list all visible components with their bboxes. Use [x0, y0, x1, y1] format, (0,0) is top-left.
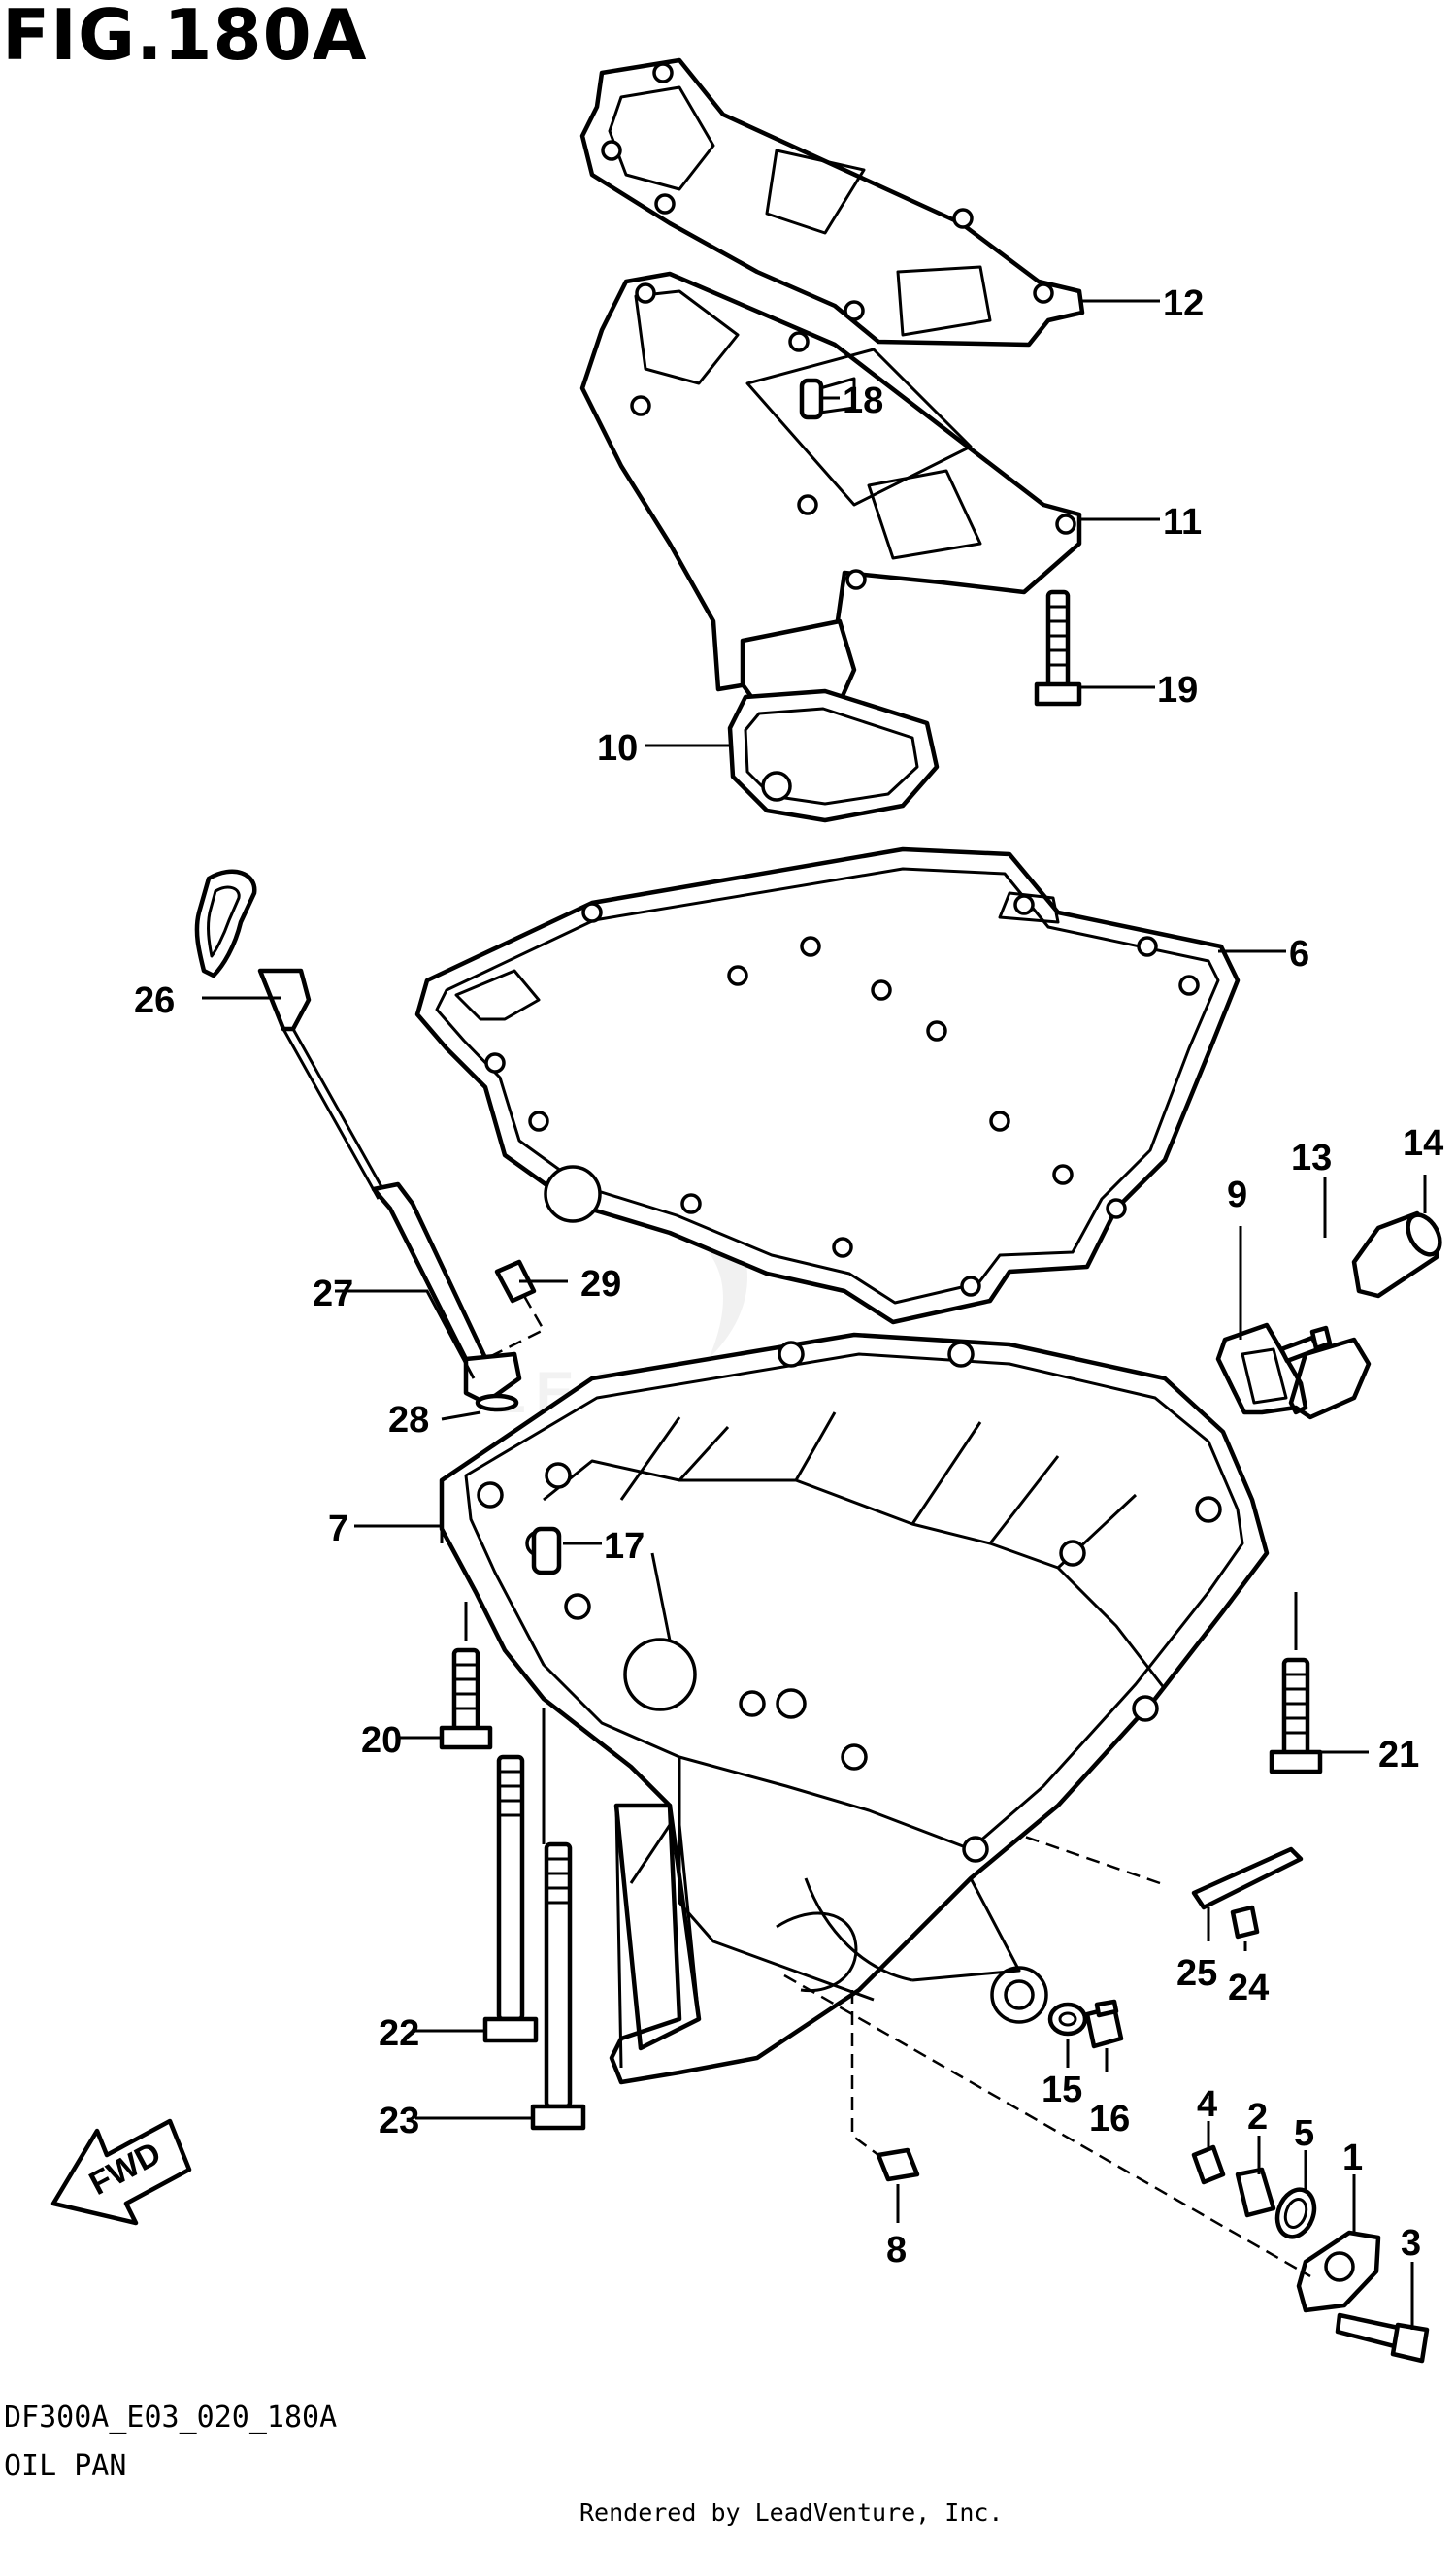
diagram-code: DF300A_E03_020_180A — [4, 2401, 338, 2435]
callout-10: 10 — [597, 728, 638, 769]
callout-21: 21 — [1378, 1735, 1419, 1775]
callout-19: 19 — [1157, 670, 1198, 711]
render-credit: Rendered by LeadVenture, Inc. — [579, 2499, 1004, 2527]
part-12-gasket — [579, 57, 1085, 348]
part-1-sensor — [1296, 2230, 1381, 2313]
part-4-bolt — [1191, 2144, 1226, 2185]
callout-17: 17 — [604, 1526, 645, 1567]
part-23-bolt — [530, 1841, 586, 2131]
callout-24: 24 — [1228, 1968, 1269, 2008]
callout-12: 12 — [1163, 283, 1204, 324]
callout-5: 5 — [1294, 2113, 1314, 2154]
callout-28: 28 — [388, 1400, 429, 1441]
part-8-plug — [850, 1990, 920, 2182]
fwd-arrow: FWD — [50, 2118, 192, 2226]
part-19-bolt — [1034, 589, 1082, 707]
part-3-bolt — [1335, 2312, 1430, 2364]
callout-23: 23 — [379, 2101, 419, 2141]
callout-26: 26 — [134, 980, 175, 1021]
part-16-drain-plug — [1084, 1999, 1124, 2049]
callout-20: 20 — [361, 1720, 402, 1761]
figure-title: FIG.180A — [2, 0, 368, 76]
part-17-pin — [531, 1526, 562, 1575]
part-28-o-ring — [475, 1393, 519, 1412]
callout-8: 8 — [886, 2230, 907, 2271]
part-21-bolt — [1269, 1657, 1323, 1774]
part-14-cap — [1351, 1210, 1442, 1299]
diagram-subtitle: OIL PAN — [4, 2449, 127, 2483]
callout-27: 27 — [313, 1274, 353, 1314]
part-5-o-ring — [1274, 2187, 1317, 2239]
callout-22: 22 — [379, 2013, 419, 2054]
callout-11: 11 — [1163, 502, 1202, 543]
part-9-cover — [1215, 1322, 1372, 1420]
part-6-oilpan-gasket — [414, 846, 1241, 1325]
callout-14: 14 — [1403, 1123, 1443, 1164]
callout-29: 29 — [580, 1264, 621, 1305]
callout-2: 2 — [1247, 2097, 1268, 2138]
callout-18: 18 — [843, 381, 883, 421]
callout-15: 15 — [1042, 2070, 1082, 2110]
part-10-gasket — [727, 688, 940, 823]
part-18-pin — [799, 378, 824, 420]
callout-9: 9 — [1227, 1175, 1247, 1215]
part-7-oil-pan — [439, 1332, 1270, 2085]
part-26-dipstick — [194, 869, 390, 1200]
callout-4: 4 — [1197, 2084, 1217, 2125]
part-27-guide-tube — [371, 1181, 522, 1406]
part-15-washer — [1047, 2002, 1088, 2037]
callout-16: 16 — [1089, 2099, 1130, 2139]
part-29-bolt — [484, 1259, 546, 1361]
callout-25: 25 — [1176, 1953, 1217, 1994]
part-2-collar — [1235, 2167, 1276, 2218]
callout-1: 1 — [1342, 2138, 1363, 2178]
part-13-bolt — [1278, 1325, 1333, 1364]
part-20-bolt — [439, 1647, 493, 1750]
callout-7: 7 — [328, 1509, 348, 1549]
callout-3: 3 — [1401, 2223, 1421, 2264]
leader-lines — [202, 299, 1427, 2330]
callout-13: 13 — [1291, 1138, 1332, 1178]
part-22-bolt — [482, 1754, 539, 2043]
callout-6: 6 — [1289, 934, 1309, 975]
callout-labels: 12 18 11 19 10 6 26 9 13 14 27 29 28 7 1… — [134, 283, 1443, 2271]
part-24-bolt — [1230, 1905, 1260, 1940]
part-25-bracket — [1191, 1846, 1304, 1910]
